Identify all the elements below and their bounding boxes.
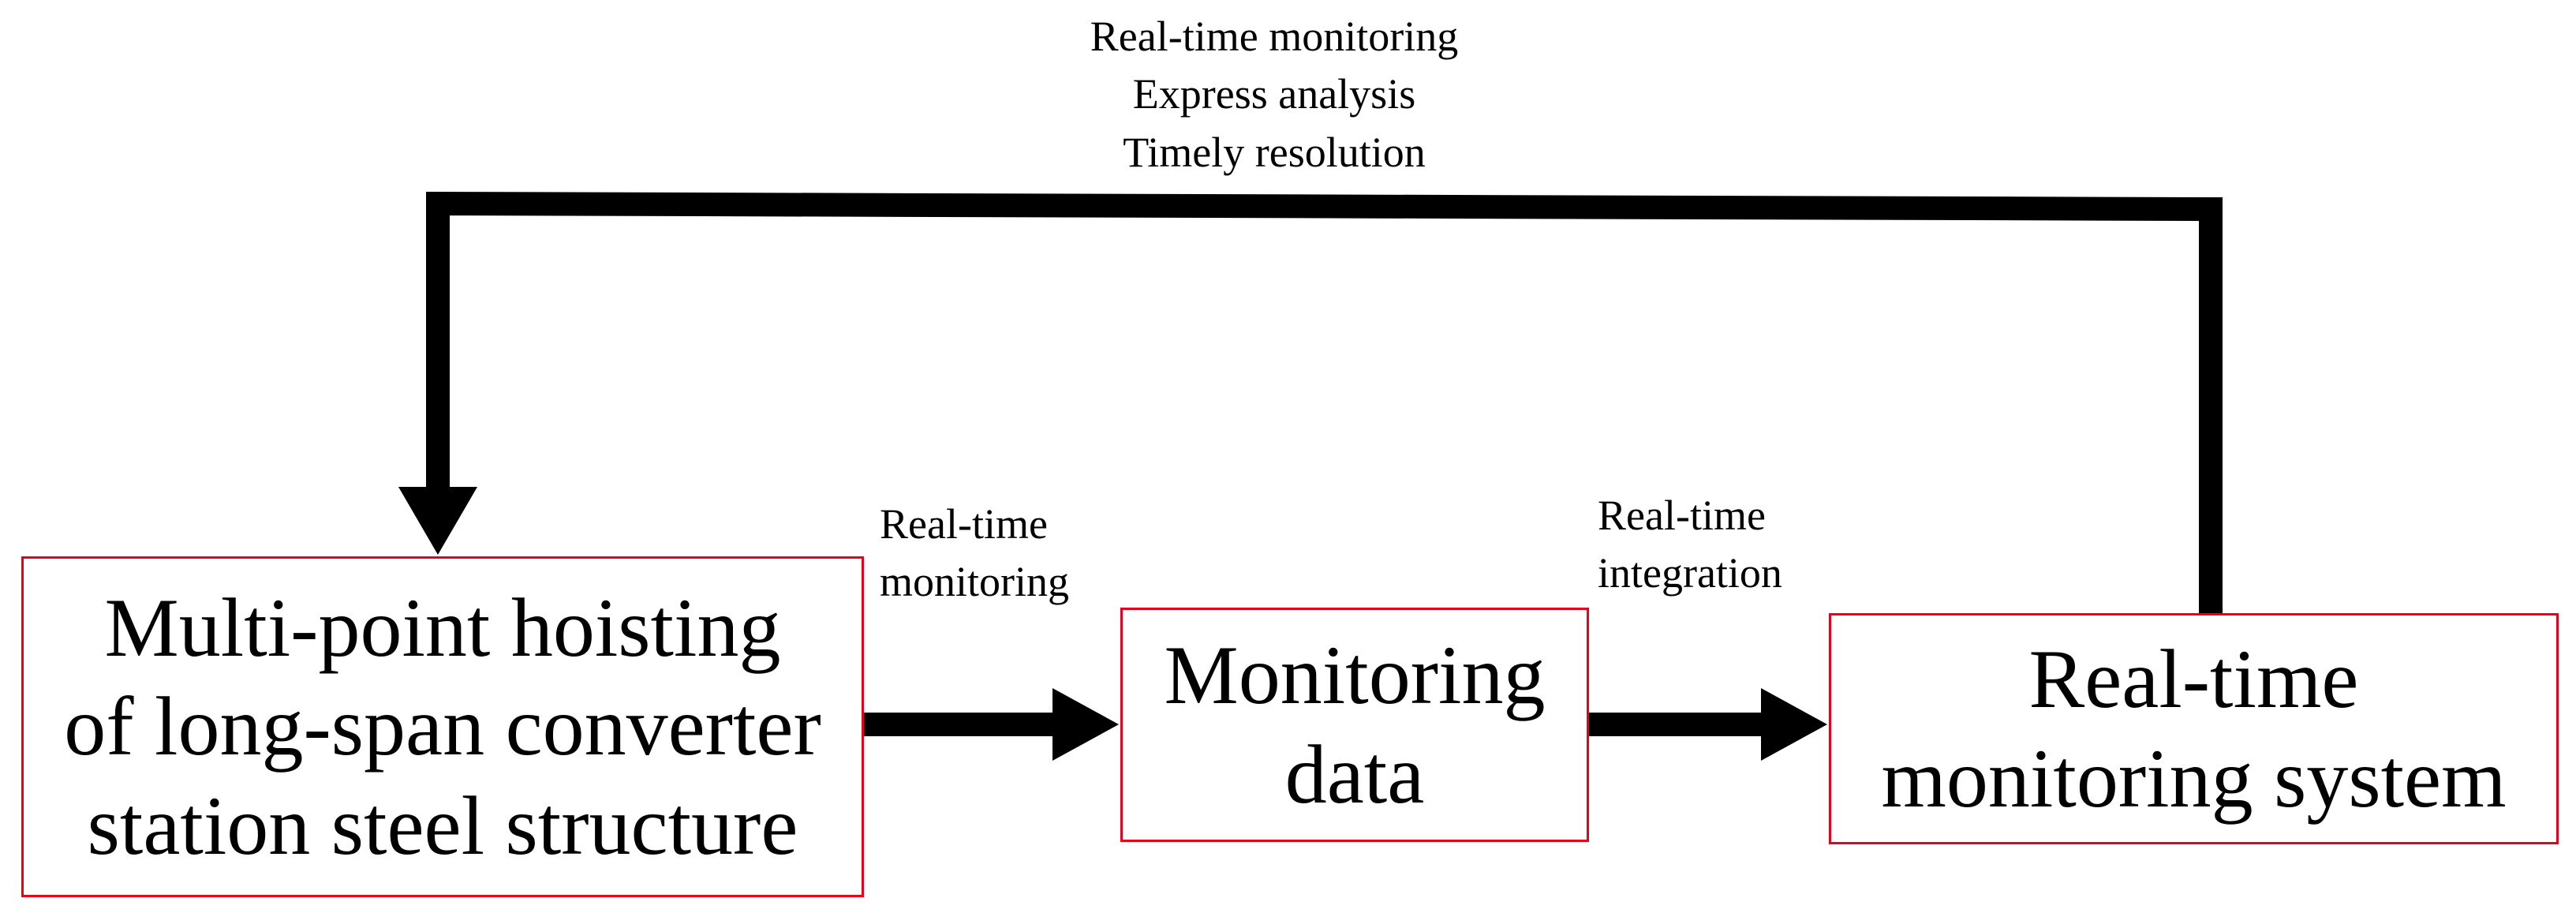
node-hoisting-line-3: station steel structure (87, 779, 798, 872)
edge-label-integration-line-1: Real-time (1598, 492, 1766, 539)
edge-label-monitoring: Real-time monitoring (880, 496, 1069, 612)
arrow-hoisting-to-data (864, 688, 1119, 761)
node-data-line-1: Monitoring (1164, 629, 1546, 722)
edge-label-feedback: Real-time monitoring Express analysis Ti… (907, 8, 1641, 181)
arrow-data-to-system (1589, 688, 1827, 761)
edge-label-feedback-line-3: Timely resolution (1123, 128, 1426, 176)
node-monitoring-data: Monitoring data (1120, 608, 1589, 842)
node-hoisting-line-1: Multi-point hoisting (104, 582, 781, 675)
node-data-line-2: data (1284, 728, 1425, 821)
edge-label-feedback-line-1: Real-time monitoring (1090, 13, 1459, 60)
edge-label-monitoring-line-1: Real-time (880, 500, 1048, 548)
edge-label-integration-line-2: integration (1598, 549, 1782, 597)
node-monitoring-system: Real-time monitoring system (1829, 613, 2559, 844)
edge-label-monitoring-line-2: monitoring (880, 558, 1069, 606)
node-hoisting-line-2: of long-span converter (64, 680, 821, 773)
edge-label-feedback-line-2: Express analysis (1132, 70, 1416, 118)
arrow-system-to-hoisting (398, 191, 2223, 613)
node-system-line-1: Real-time (2028, 633, 2359, 726)
node-hoisting: Multi-point hoisting of long-span conver… (21, 556, 864, 897)
node-system-line-2: monitoring system (1881, 732, 2507, 825)
edge-label-integration: Real-time integration (1598, 487, 1782, 603)
